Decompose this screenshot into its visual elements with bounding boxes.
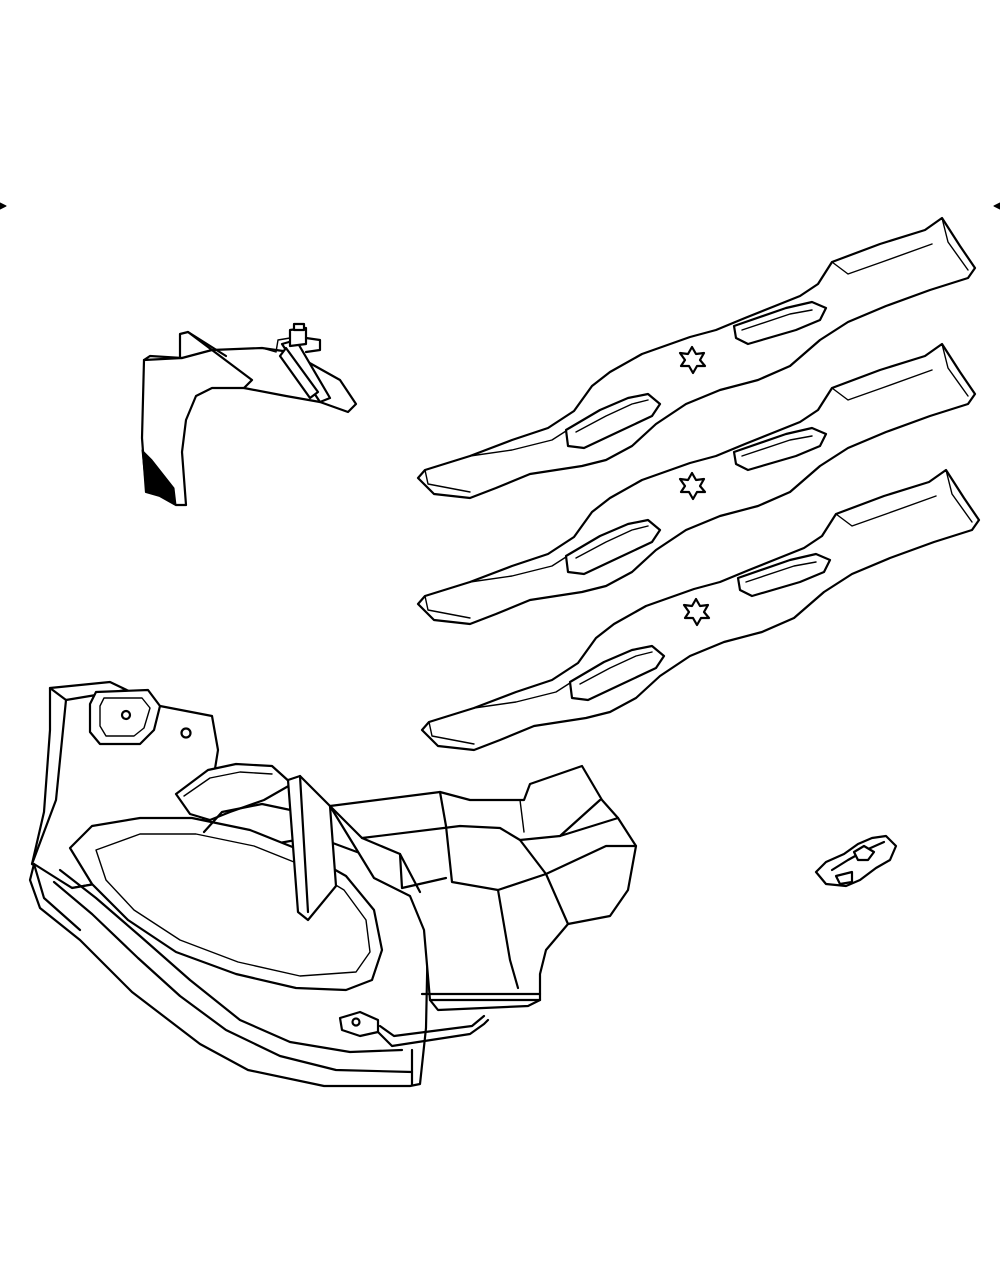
nut-icon — [814, 834, 898, 888]
mulch-plug-icon — [140, 322, 358, 507]
blade-icon — [416, 216, 977, 500]
chute-icon — [28, 680, 638, 1088]
left-tick-mark — [0, 202, 7, 210]
right-tick-mark — [993, 202, 1000, 210]
